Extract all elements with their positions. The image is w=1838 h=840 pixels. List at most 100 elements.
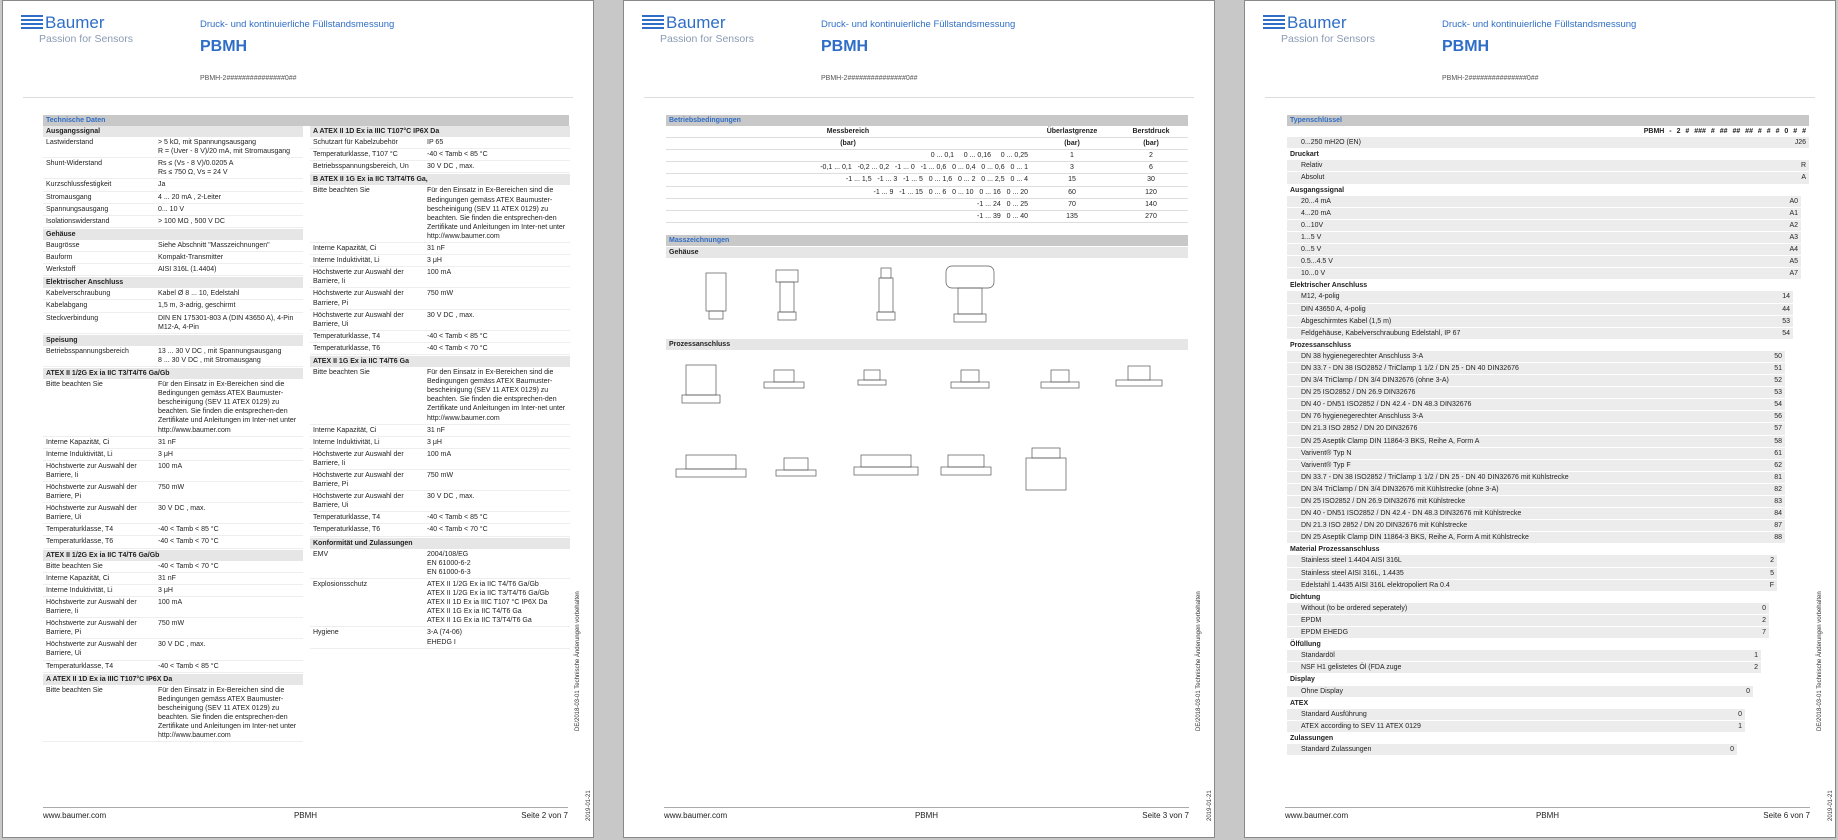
option-code: 56: [1774, 413, 1782, 421]
option-code: 82: [1774, 485, 1782, 493]
option-code: 0: [1738, 710, 1742, 718]
spec-key: Interne Induktivität, Li: [313, 438, 380, 446]
option-code: 54: [1782, 329, 1790, 337]
option-label: Ohne Display: [1301, 687, 1344, 695]
spec-value: DIN EN 175301-803 A (DIN 43650 A), 4-Pin…: [158, 314, 294, 331]
option-label: Feldgehäuse, Kabelverschraubung Edelstah…: [1301, 329, 1461, 337]
type-key-group: Druckart: [1290, 151, 1319, 159]
spec-value: 30 V DC , max.: [427, 311, 475, 319]
range-cell: -1 ... 24 0 ... 25: [666, 198, 1030, 211]
page-6: Baumer Passion for Sensors Druck- und ko…: [1244, 0, 1836, 838]
spec-value: 2004/108/EG EN 61000-6-2 EN 61000-6-3: [427, 550, 471, 576]
option-label: 4...20 mA: [1301, 209, 1331, 217]
spec-value: 750 mW: [427, 290, 454, 298]
type-key-option: DN 3/4 TriClamp / DN 3/4 DIN32676 (ohne …: [1287, 375, 1785, 387]
spec-value: 4 ... 20 mA , 2-Leiter: [158, 193, 222, 201]
overload-cell: 135: [1030, 210, 1114, 223]
spec-value: 750 mW: [158, 620, 185, 628]
header-subtitle: Druck- und kontinuierliche Füllstandsmes…: [1442, 19, 1637, 30]
spec-row: Isolationswiderstand> 100 MΩ , 500 V DC: [43, 216, 303, 228]
option-label: 10...0 V: [1301, 270, 1326, 278]
type-key-option: DN 33.7 - DN 38 ISO2852 / TriClamp 1 1/2…: [1287, 471, 1785, 483]
option-label: 0...10V: [1301, 221, 1324, 229]
header-subtitle: Druck- und kontinuierliche Füllstandsmes…: [200, 19, 395, 30]
type-key-option: Without (to be ordered seperately)0: [1287, 602, 1769, 614]
spec-key: Höchstwerte zur Auswahl der Barriere, Pi: [46, 484, 137, 501]
overload-cell: 60: [1030, 186, 1114, 199]
spec-key: Höchstwerte zur Auswahl der Barriere, Ii: [46, 462, 137, 479]
header-subtitle: Druck- und kontinuierliche Füllstandsmes…: [821, 19, 1016, 30]
footer-product: PBMH: [1535, 811, 1560, 820]
spec-key: Interne Kapazität, Ci: [46, 574, 110, 582]
dimension-drawings-header: Masszeichnungen: [666, 234, 1188, 246]
footer-product: PBMH: [293, 811, 318, 820]
spec-group-header: Ausgangssignal: [43, 126, 303, 138]
footer-url[interactable]: www.baumer.com: [1285, 811, 1349, 820]
spec-key: Isolationswiderstand: [46, 217, 110, 225]
overload-cell: 15: [1030, 173, 1114, 187]
spec-key: Baugrösse: [46, 241, 80, 249]
spec-row: Höchstwerte zur Auswahl der Barriere, Ui…: [310, 491, 570, 513]
type-key-code: PBMH - 2 # ### # ## ## ## # # # 0 # #: [1643, 128, 1806, 136]
spec-key: Steckverbindung: [46, 314, 99, 322]
spec-key: Temperaturklasse, T6: [313, 344, 381, 352]
option-label: M12, 4-polig: [1301, 293, 1340, 301]
table-row: -1 ... 9 -1 ... 15 0 ... 6 0 ... 10 0 ..…: [666, 186, 1188, 199]
spec-key: Kabelverschraubung: [46, 290, 111, 298]
spec-row: Höchstwerte zur Auswahl der Barriere, Pi…: [43, 482, 303, 504]
spec-row: Höchstwerte zur Auswahl der Barriere, Ii…: [43, 461, 303, 482]
option-label: Standardöl: [1301, 652, 1335, 660]
doc-date: 2019-01-21: [586, 790, 592, 821]
spec-key: Höchstwerte zur Auswahl der Barriere, Pi: [46, 620, 137, 637]
housing-subheader: Gehäuse: [666, 246, 1188, 259]
doc-note: DE/2018-03-01 Technische Änderungen vorb…: [575, 591, 581, 731]
burst-cell: 140: [1114, 198, 1188, 211]
footer-url[interactable]: www.baumer.com: [43, 811, 107, 820]
range-cell: -1 ... 9 -1 ... 15 0 ... 6 0 ... 10 0 ..…: [666, 186, 1030, 199]
spec-key: Werkstoff: [46, 266, 76, 274]
option-code: A5: [1789, 258, 1798, 266]
spec-key: Interne Kapazität, Ci: [313, 245, 377, 253]
option-label: EPDM: [1301, 616, 1322, 624]
type-key-group: Ölfüllung: [1290, 641, 1321, 649]
option-code: A: [1801, 174, 1806, 182]
spec-row: Temperaturklasse, T6-40 < Tamb < 70 °C: [310, 343, 570, 355]
option-code: 84: [1774, 510, 1782, 518]
footer-url[interactable]: www.baumer.com: [664, 811, 728, 820]
option-label: Abgeschirmtes Kabel (1,5 m): [1301, 317, 1392, 325]
option-code: 87: [1774, 522, 1782, 530]
page-3: Baumer Passion for Sensors Druck- und ko…: [623, 0, 1215, 838]
option-label: DN 3/4 TriClamp / DN 3/4 DIN32676 mit Kü…: [1301, 485, 1499, 493]
spec-key: Temperaturklasse, T4: [313, 514, 381, 522]
page-title: PBMH: [1442, 38, 1490, 55]
doc-date: 2019-01-21: [1207, 790, 1213, 821]
spec-value: -40 < Tamb < 70 °C: [158, 538, 219, 546]
option-label: ATEX according to SEV 11 ATEX 0129: [1301, 722, 1421, 730]
spec-value: 3 μH: [158, 586, 173, 594]
spec-key: Höchstwerte zur Auswahl der Barriere, Ui: [313, 311, 404, 328]
spec-value: 30 V DC , max.: [427, 493, 475, 501]
option-label: DN 21.3 ISO 2852 / DN 20 DIN32676 mit Kü…: [1301, 522, 1468, 530]
